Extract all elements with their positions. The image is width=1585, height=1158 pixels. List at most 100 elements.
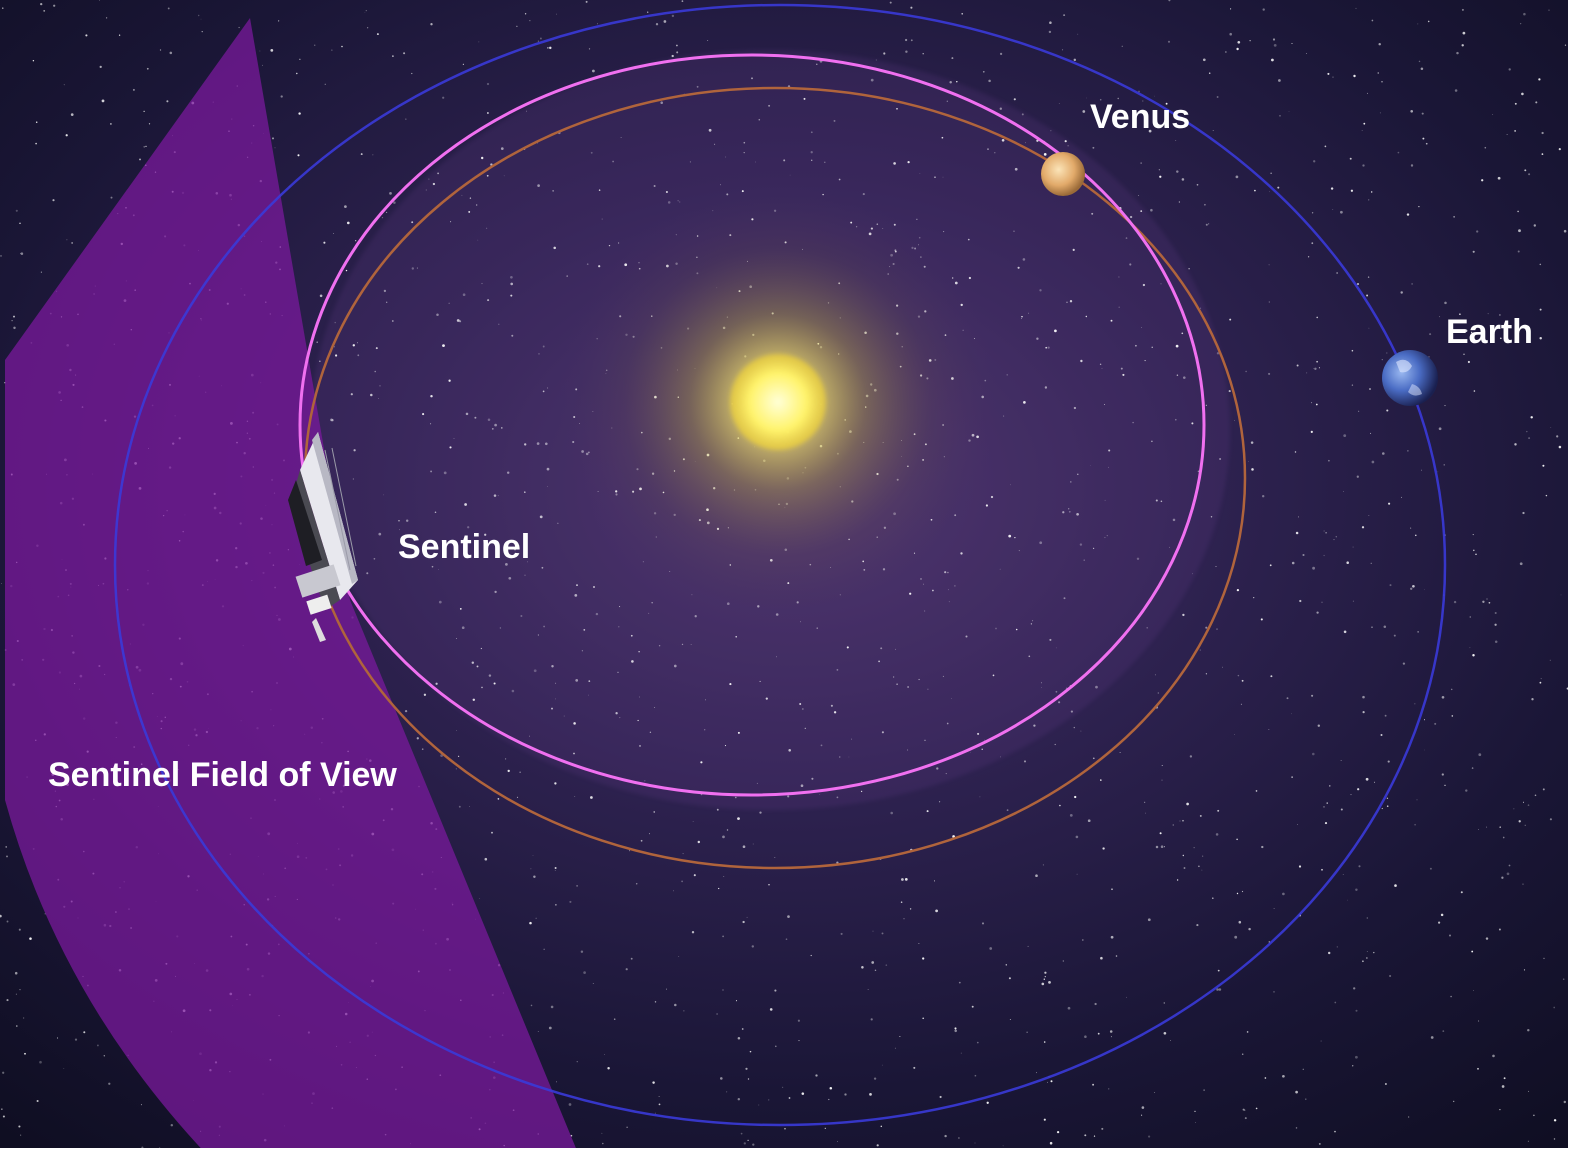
star	[890, 811, 893, 815]
star	[524, 574, 526, 576]
star	[1494, 640, 1498, 644]
star	[1041, 982, 1045, 986]
star	[71, 242, 73, 244]
star	[1397, 151, 1400, 154]
star	[1182, 819, 1184, 822]
star	[1291, 776, 1293, 778]
star	[1362, 695, 1365, 699]
star	[1517, 210, 1519, 213]
star	[788, 1097, 791, 1099]
star	[65, 134, 68, 137]
star	[1228, 390, 1231, 393]
star	[1506, 872, 1510, 876]
star	[1523, 969, 1526, 971]
star	[1318, 1142, 1321, 1145]
star	[1484, 146, 1487, 149]
star	[663, 20, 667, 23]
star	[1205, 223, 1208, 226]
star	[1444, 405, 1446, 407]
star	[346, 221, 350, 225]
star	[1092, 146, 1095, 149]
star	[1394, 884, 1397, 887]
star	[1225, 51, 1227, 53]
star	[1062, 960, 1064, 962]
star	[497, 495, 499, 497]
star	[1528, 1090, 1530, 1092]
star	[1420, 67, 1424, 71]
star	[1205, 626, 1208, 629]
star	[456, 319, 460, 322]
star	[1302, 553, 1305, 557]
star	[836, 861, 839, 864]
star	[1109, 1030, 1113, 1033]
star	[951, 57, 954, 60]
star	[1094, 1002, 1097, 1006]
star	[581, 650, 584, 652]
star	[1370, 432, 1372, 434]
star	[583, 971, 586, 974]
star	[943, 231, 945, 233]
star	[1110, 935, 1114, 939]
star	[455, 768, 457, 770]
star	[501, 427, 503, 429]
star	[726, 1091, 728, 1093]
star	[651, 602, 653, 604]
star	[883, 52, 886, 55]
star	[438, 569, 440, 570]
star	[1163, 1031, 1167, 1035]
star	[274, 147, 276, 149]
star	[39, 1060, 42, 1064]
star	[673, 664, 677, 668]
star	[484, 857, 488, 861]
star	[626, 1126, 628, 1128]
star	[43, 9, 46, 12]
star	[1531, 698, 1534, 701]
star	[1234, 935, 1238, 939]
star	[1044, 386, 1048, 389]
star	[1418, 60, 1421, 63]
star	[430, 470, 433, 473]
star	[848, 756, 850, 758]
star	[537, 184, 540, 187]
star	[1229, 318, 1232, 321]
star	[1002, 1145, 1004, 1147]
star	[1199, 814, 1202, 817]
star	[601, 1132, 603, 1134]
star	[166, 100, 169, 103]
star	[1188, 268, 1190, 270]
star	[746, 916, 748, 918]
star	[1503, 1077, 1506, 1080]
star	[1073, 726, 1075, 729]
star	[724, 745, 727, 747]
star	[1296, 364, 1299, 367]
star	[1288, 111, 1290, 112]
star	[1524, 824, 1526, 826]
star	[901, 878, 904, 881]
star	[833, 119, 836, 122]
star	[0, 255, 2, 257]
star	[448, 302, 450, 304]
star	[13, 315, 15, 318]
star	[1539, 308, 1542, 311]
star	[1332, 76, 1334, 78]
star	[836, 1140, 838, 1142]
star	[1541, 153, 1544, 155]
star	[1469, 647, 1471, 649]
star	[331, 418, 334, 422]
star	[143, 146, 145, 148]
star	[6, 855, 8, 858]
star	[1328, 951, 1331, 955]
star	[690, 644, 692, 645]
star	[1523, 801, 1524, 803]
star	[740, 1132, 743, 1135]
star	[774, 989, 777, 992]
star	[1172, 518, 1176, 522]
star	[1021, 318, 1022, 319]
star	[1444, 784, 1446, 786]
star	[1508, 68, 1511, 71]
star	[352, 478, 354, 480]
star	[29, 937, 32, 940]
star	[1497, 176, 1501, 180]
star	[647, 11, 649, 13]
star	[465, 412, 469, 416]
